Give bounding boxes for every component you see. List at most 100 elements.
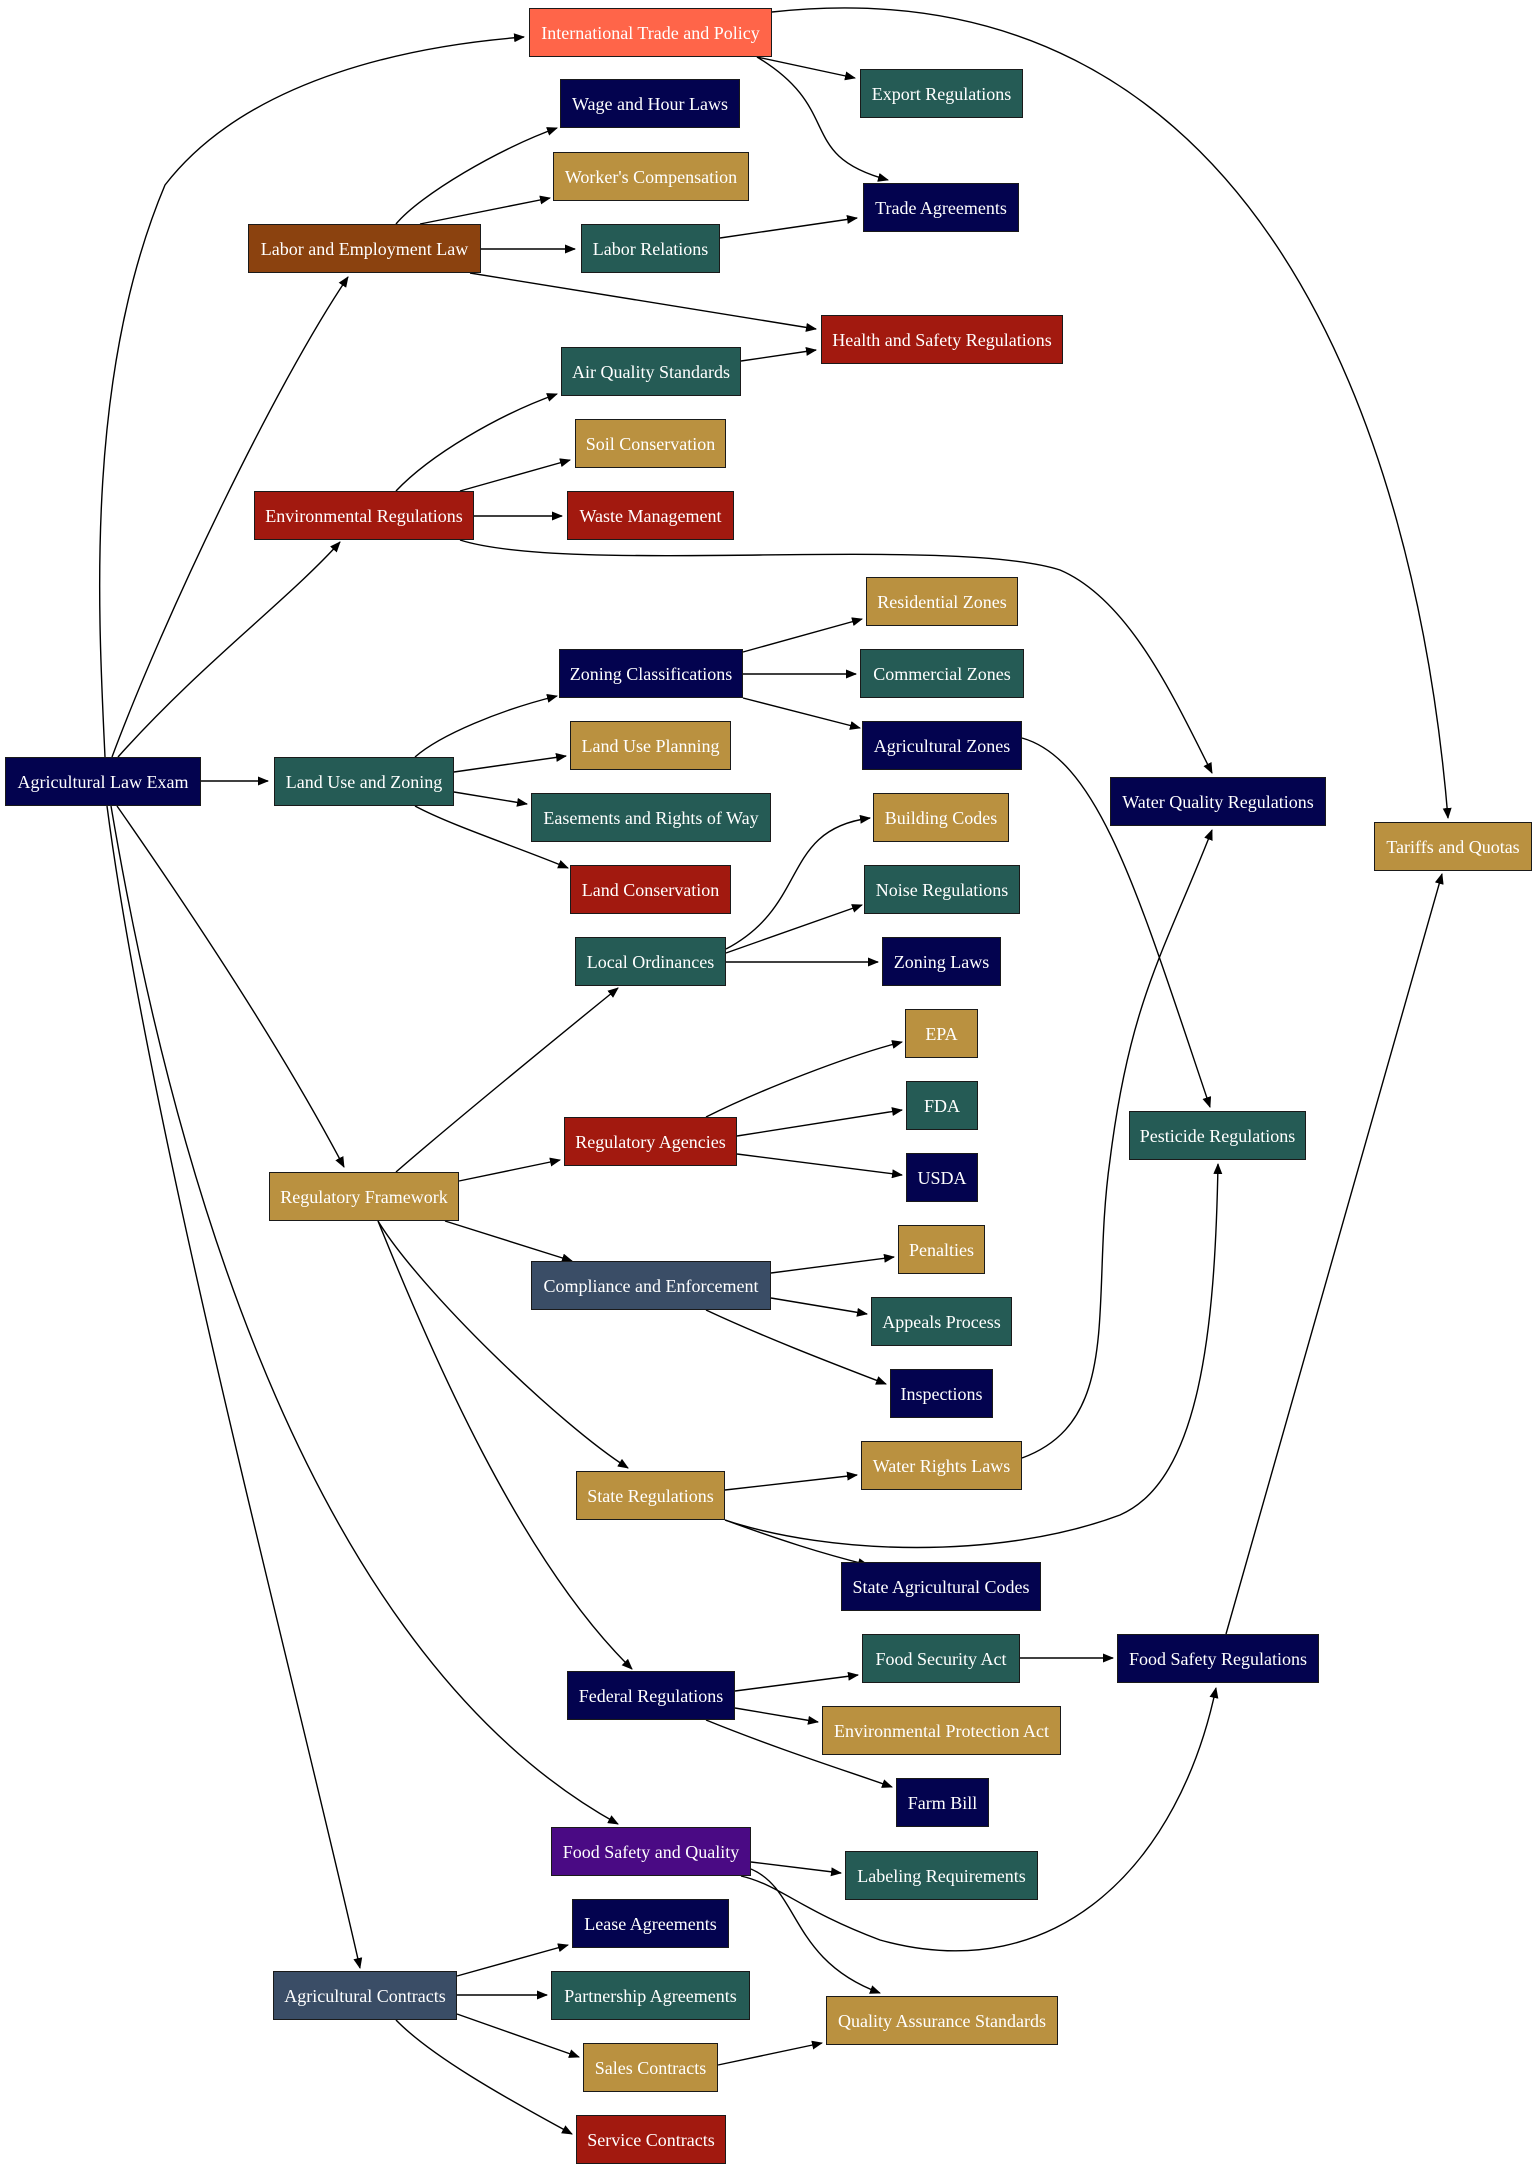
edge-local-ordinances-to-noise-regulations xyxy=(725,904,863,954)
node-international-trade-and-policy: International Trade and Policy xyxy=(529,8,772,57)
node-appeals-process: Appeals Process xyxy=(871,1297,1012,1346)
edge-agricultural-law-exam-to-agricultural-contracts xyxy=(106,805,363,1969)
edge-environmental-regulations-to-soil-conservation xyxy=(459,458,571,492)
edge-agricultural-law-exam-to-labor-and-employment-law xyxy=(111,276,349,758)
edge-regulatory-framework-to-federal-regulations xyxy=(377,1220,633,1670)
edge-regulatory-agencies-to-epa xyxy=(705,1040,903,1118)
edge-environmental-regulations-to-water-quality-regulations xyxy=(459,539,1213,774)
node-lease-agreements: Lease Agreements xyxy=(572,1899,729,1948)
node-environmental-protection-act: Environmental Protection Act xyxy=(822,1706,1061,1755)
edge-regulatory-agencies-to-fda xyxy=(736,1107,903,1137)
edge-regulatory-framework-to-local-ordinances xyxy=(395,987,619,1173)
edge-federal-regulations-to-environmental-protection-act xyxy=(734,1707,819,1725)
edge-federal-regulations-to-farm-bill xyxy=(705,1719,893,1788)
edge-labor-and-employment-law-to-health-and-safety-regulations xyxy=(469,272,817,332)
node-residential-zones: Residential Zones xyxy=(866,577,1018,626)
edge-food-safety-and-quality-to-quality-assurance-standards xyxy=(750,1868,881,1994)
edge-local-ordinances-to-building-codes xyxy=(725,814,871,950)
node-agricultural-zones: Agricultural Zones xyxy=(862,721,1022,770)
node-partnership-agreements: Partnership Agreements xyxy=(551,1971,750,2020)
edge-land-use-and-zoning-to-land-conservation xyxy=(414,805,569,869)
node-pesticide-regulations: Pesticide Regulations xyxy=(1129,1111,1306,1160)
edge-regulatory-framework-to-state-regulations xyxy=(377,1220,629,1469)
edge-zoning-classifications-to-agricultural-zones xyxy=(742,697,861,730)
edge-regulatory-framework-to-compliance-and-enforcement xyxy=(444,1220,573,1263)
node-workers-compensation: Worker's Compensation xyxy=(553,152,749,201)
node-trade-agreements: Trade Agreements xyxy=(863,183,1019,232)
node-environmental-regulations: Environmental Regulations xyxy=(254,491,474,540)
edge-environmental-regulations-to-air-quality-standards xyxy=(395,393,558,492)
edge-compliance-and-enforcement-to-inspections xyxy=(705,1309,887,1385)
node-export-regulations: Export Regulations xyxy=(860,69,1023,118)
edge-land-use-and-zoning-to-zoning-classifications xyxy=(414,694,558,758)
edge-food-safety-and-quality-to-labeling-requirements xyxy=(750,1861,842,1877)
node-quality-assurance-standards: Quality Assurance Standards xyxy=(826,1996,1058,2045)
edge-labor-and-employment-law-to-wage-and-hour-laws xyxy=(395,127,558,225)
node-agricultural-contracts: Agricultural Contracts xyxy=(273,1971,457,2020)
edge-food-safety-and-quality-to-food-safety-regulations xyxy=(740,1687,1219,1952)
node-water-quality-regulations: Water Quality Regulations xyxy=(1110,777,1326,826)
node-zoning-laws: Zoning Laws xyxy=(882,937,1001,986)
edge-food-safety-regulations-to-tariffs-and-quotas xyxy=(1225,873,1444,1635)
edge-labor-relations-to-trade-agreements xyxy=(719,214,858,239)
node-soil-conservation: Soil Conservation xyxy=(575,419,726,468)
edge-state-regulations-to-water-rights-laws xyxy=(724,1471,858,1491)
edge-agricultural-contracts-to-service-contracts xyxy=(395,2019,573,2135)
edge-compliance-and-enforcement-to-appeals-process xyxy=(770,1297,868,1317)
edge-state-regulations-to-state-agricultural-codes xyxy=(724,1519,869,1567)
node-labor-relations: Labor Relations xyxy=(581,224,720,273)
edge-sales-contracts-to-quality-assurance-standards xyxy=(717,2040,823,2066)
node-state-regulations: State Regulations xyxy=(576,1471,725,1520)
node-easements-and-rights-of-way: Easements and Rights of Way xyxy=(531,793,771,842)
edge-agricultural-law-exam-to-regulatory-framework xyxy=(116,805,345,1168)
node-state-agricultural-codes: State Agricultural Codes xyxy=(841,1562,1041,1611)
edge-international-trade-and-policy-to-export-regulations xyxy=(756,56,856,81)
edge-regulatory-framework-to-regulatory-agencies xyxy=(458,1157,561,1182)
node-penalties: Penalties xyxy=(898,1225,985,1274)
edge-agricultural-contracts-to-lease-agreements xyxy=(456,1943,569,1977)
edge-land-use-and-zoning-to-easements-and-rights-of-way xyxy=(453,791,528,807)
edge-agricultural-law-exam-to-food-safety-and-quality xyxy=(110,805,619,1825)
node-wage-and-hour-laws: Wage and Hour Laws xyxy=(560,79,740,128)
node-water-rights-laws: Water Rights Laws xyxy=(861,1441,1022,1490)
node-epa: EPA xyxy=(905,1009,978,1058)
node-tariffs-and-quotas: Tariffs and Quotas xyxy=(1374,822,1532,871)
edge-labor-and-employment-law-to-workers-compensation xyxy=(419,195,551,225)
node-farm-bill: Farm Bill xyxy=(896,1778,989,1827)
node-zoning-classifications: Zoning Classifications xyxy=(559,649,743,698)
node-food-security-act: Food Security Act xyxy=(862,1634,1020,1683)
node-building-codes: Building Codes xyxy=(873,793,1009,842)
node-compliance-and-enforcement: Compliance and Enforcement xyxy=(531,1261,771,1310)
edge-international-trade-and-policy-to-tariffs-and-quotas xyxy=(771,7,1452,819)
node-regulatory-agencies: Regulatory Agencies xyxy=(564,1117,737,1166)
edge-water-rights-laws-to-water-quality-regulations xyxy=(1021,829,1213,1459)
node-regulatory-framework: Regulatory Framework xyxy=(269,1172,459,1221)
node-land-conservation: Land Conservation xyxy=(570,865,731,914)
edge-federal-regulations-to-food-security-act xyxy=(734,1671,859,1692)
edge-agricultural-zones-to-pesticide-regulations xyxy=(1021,737,1212,1108)
edge-agricultural-contracts-to-sales-contracts xyxy=(456,2013,580,2058)
node-food-safety-and-quality: Food Safety and Quality xyxy=(551,1827,751,1876)
edge-state-regulations-to-pesticide-regulations xyxy=(724,1163,1223,1549)
edge-regulatory-agencies-to-usda xyxy=(736,1153,903,1179)
node-usda: USDA xyxy=(906,1153,978,1202)
edge-agricultural-law-exam-to-environmental-regulations xyxy=(117,541,341,758)
node-air-quality-standards: Air Quality Standards xyxy=(561,347,741,396)
node-inspections: Inspections xyxy=(890,1369,993,1418)
node-fda: FDA xyxy=(906,1081,978,1130)
node-sales-contracts: Sales Contracts xyxy=(583,2043,718,2092)
node-commercial-zones: Commercial Zones xyxy=(860,649,1024,698)
node-labeling-requirements: Labeling Requirements xyxy=(845,1851,1038,1900)
edge-zoning-classifications-to-residential-zones xyxy=(742,617,863,653)
node-waste-management: Waste Management xyxy=(567,491,734,540)
edge-international-trade-and-policy-to-trade-agreements xyxy=(756,56,889,182)
node-land-use-and-zoning: Land Use and Zoning xyxy=(274,757,454,806)
node-food-safety-regulations: Food Safety Regulations xyxy=(1117,1634,1319,1683)
node-land-use-planning: Land Use Planning xyxy=(570,721,731,770)
node-noise-regulations: Noise Regulations xyxy=(864,865,1020,914)
node-labor-and-employment-law: Labor and Employment Law xyxy=(248,224,481,273)
node-agricultural-law-exam: Agricultural Law Exam xyxy=(5,757,201,806)
node-local-ordinances: Local Ordinances xyxy=(575,937,726,986)
